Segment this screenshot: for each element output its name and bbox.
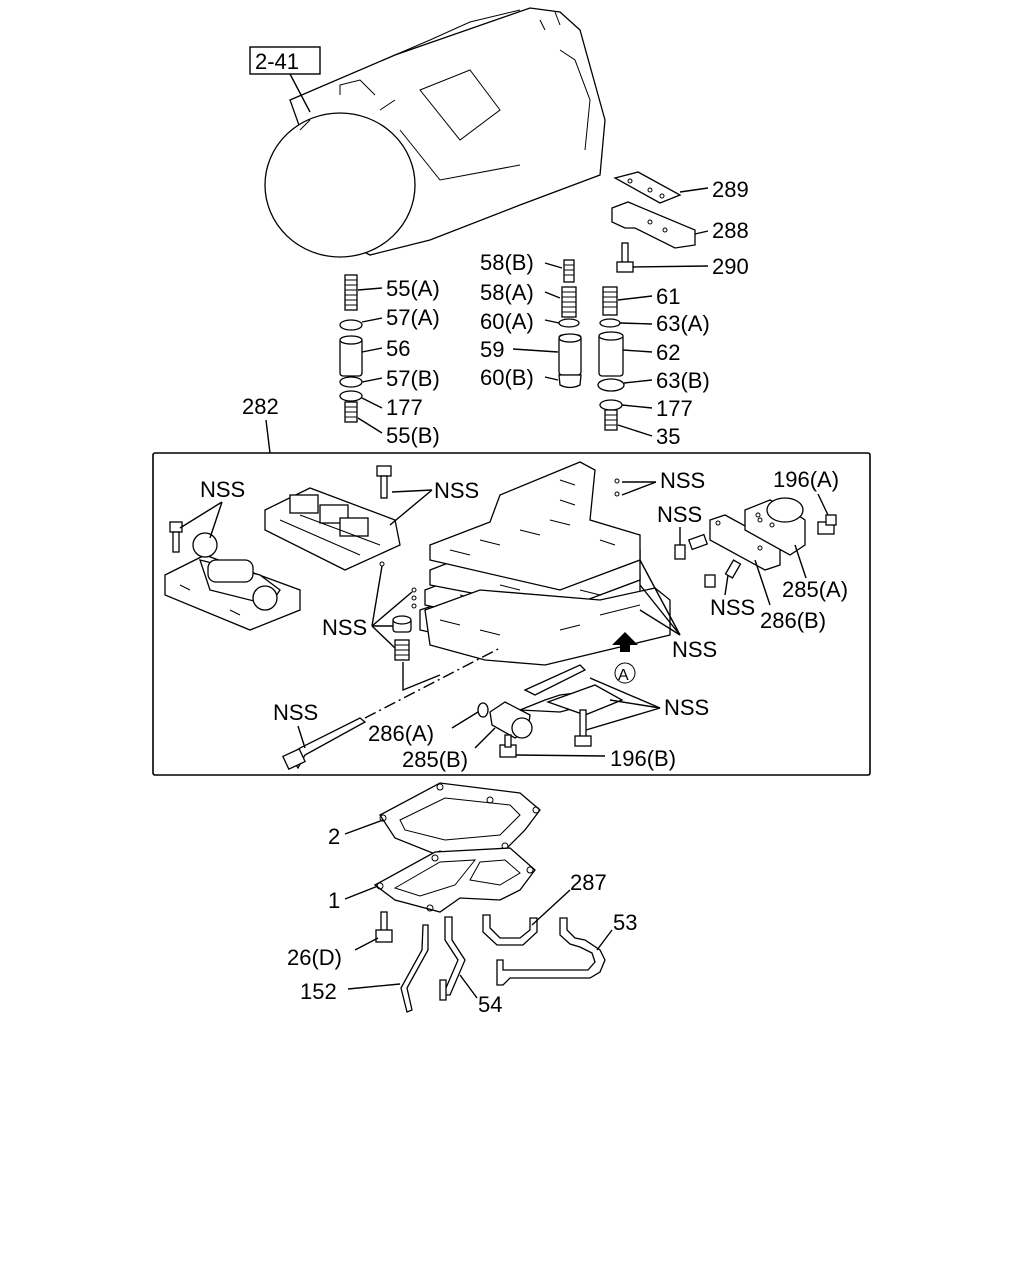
label-152: 152 (300, 979, 337, 1004)
direction-arrow (612, 632, 638, 652)
solenoid-285a (744, 497, 806, 556)
pipe-53 (496, 917, 606, 986)
label-196b: 196(B) (610, 746, 676, 771)
oring-177-right (599, 399, 623, 411)
marker-a-circle (614, 662, 636, 684)
label-63a: 63(A) (656, 311, 710, 336)
spring-55b (344, 401, 358, 423)
label-60b: 60(B) (480, 365, 534, 390)
label-55a: 55(A) (386, 276, 440, 301)
gasket-286b (709, 514, 781, 571)
fitting-196a (817, 514, 837, 535)
oring-286a (477, 702, 489, 718)
spring-55a (344, 274, 358, 311)
label-nss-5: NSS (657, 502, 702, 527)
long-bolt-nss (282, 717, 367, 771)
label-58a: 58(A) (480, 280, 534, 305)
pipe-287 (482, 914, 538, 946)
label-282: 282 (242, 394, 279, 419)
gasket-2 (379, 782, 541, 859)
label-287: 287 (570, 870, 607, 895)
ring-63b (597, 378, 625, 392)
bolt-26d (375, 911, 393, 943)
label-nss-6: NSS (710, 595, 755, 620)
label-54: 54 (478, 992, 502, 1017)
transmission-housing (264, 7, 606, 258)
valve-body-left (164, 532, 301, 631)
bolt-290 (616, 242, 634, 273)
ring-60a (558, 318, 580, 328)
reference-box (249, 46, 321, 75)
reference-label: 2-41 (255, 49, 299, 74)
spring-61 (602, 286, 618, 316)
spring-58a (561, 286, 577, 318)
clamp-plates-nss (519, 664, 624, 716)
bracket-289 (613, 171, 682, 204)
label-58b: 58(B) (480, 250, 534, 275)
spring-35 (604, 409, 618, 431)
bracket-288 (611, 201, 696, 249)
label-196a: 196(A) (773, 467, 839, 492)
solenoid-285b (489, 701, 533, 739)
label-286b: 286(B) (760, 608, 826, 633)
label-1: 1 (328, 888, 340, 913)
oring-177-left (339, 390, 363, 402)
pipe-54 (439, 916, 466, 1001)
bolt-196b-lower (499, 734, 517, 758)
label-285b: 285(B) (402, 747, 468, 772)
sleeve-56 (339, 335, 363, 377)
gasket-1 (373, 847, 536, 913)
label-177-left: 177 (386, 395, 423, 420)
label-59: 59 (480, 337, 504, 362)
label-177-right: 177 (656, 396, 693, 421)
label-286a: 286(A) (368, 721, 434, 746)
label-56: 56 (386, 336, 410, 361)
label-55b: 55(B) (386, 423, 440, 448)
bolt-nss-left (169, 521, 183, 553)
ring-60b (558, 374, 582, 389)
label-2: 2 (328, 824, 340, 849)
label-35: 35 (656, 424, 680, 449)
sleeve-59 (558, 333, 582, 376)
label-288: 288 (712, 218, 749, 243)
label-53: 53 (613, 910, 637, 935)
label-289: 289 (712, 177, 749, 202)
spring-58b (563, 259, 575, 283)
valve-body-lower (424, 587, 671, 666)
label-nss-1: NSS (200, 477, 245, 502)
valve-body-upper (264, 487, 401, 571)
label-57b: 57(B) (386, 366, 440, 391)
label-nss-2: NSS (434, 478, 479, 503)
label-57a: 57(A) (386, 305, 440, 330)
sleeve-62 (598, 331, 624, 377)
label-26d: 26(D) (287, 945, 342, 970)
valve-body-assembly-box (152, 452, 871, 776)
label-61: 61 (656, 284, 680, 309)
label-nss-4: NSS (672, 637, 717, 662)
label-nss-7: NSS (322, 615, 367, 640)
label-nss-9: NSS (664, 695, 709, 720)
bolt-nss-upper (376, 465, 392, 499)
bolt-nss-clamp (574, 709, 592, 747)
label-290: 290 (712, 254, 749, 279)
label-nss-8: NSS (273, 700, 318, 725)
marker-a-label: A (618, 667, 629, 684)
label-60a: 60(A) (480, 309, 534, 334)
spring-nss (394, 639, 410, 661)
valve-cap-nss (392, 615, 412, 633)
pipe-152 (400, 924, 429, 1013)
label-63b: 63(B) (656, 368, 710, 393)
spring-pair-nss (674, 533, 742, 588)
label-nss-3: NSS (660, 468, 705, 493)
ring-57b (339, 376, 363, 388)
ring-63a (599, 318, 621, 328)
label-285a: 285(A) (782, 577, 848, 602)
ring-57a (339, 319, 363, 331)
label-62: 62 (656, 340, 680, 365)
